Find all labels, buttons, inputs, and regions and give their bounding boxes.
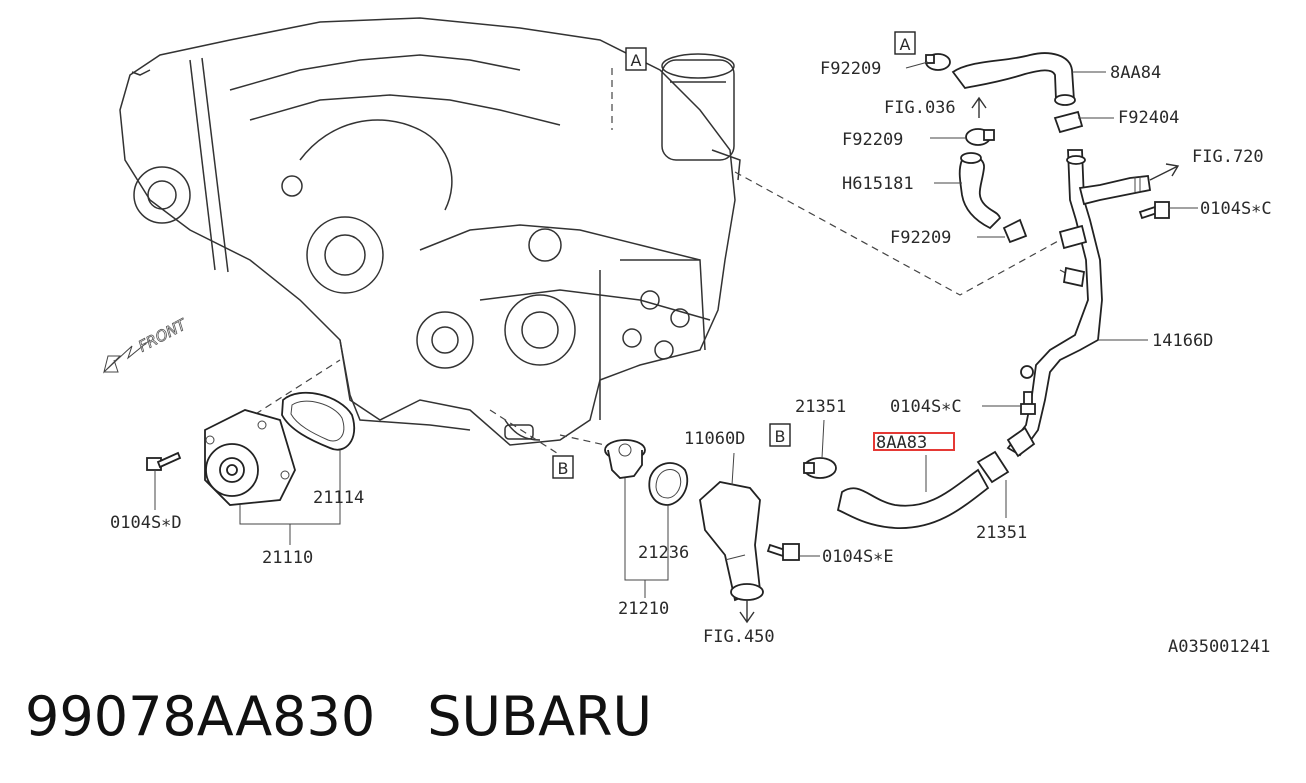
ref-box-a-engine-label: A [631,51,642,70]
label-fig450: FIG.450 [703,627,775,647]
dashed-leader-b [489,409,561,456]
label-21351-low: 21351 [976,523,1027,543]
label-h615181: H615181 [842,174,914,194]
label-21351-top: 21351 [795,397,846,417]
label-f92404: F92404 [1118,108,1179,128]
label-f92209-low: F92209 [890,228,951,248]
thermostat [604,439,646,479]
leader-lines [154,61,1198,598]
clamp-f92404 [1053,110,1084,134]
ref-box-a-hose: A [894,31,916,55]
clamp-21351-top [803,457,837,479]
label-21110: 21110 [262,548,313,568]
bolt-c-low [1020,391,1036,415]
parts-diagram: FRONT [103,17,1272,657]
label-fig720: FIG.720 [1192,147,1264,167]
label-8aa84: 8AA84 [1110,63,1161,83]
ref-box-b-engine-label: B [558,459,569,478]
label-ref-code: A035001241 [1168,637,1270,657]
callout-labels: F92209 8AA84 FIG.036 F92404 F92209 FIG.7… [110,59,1272,657]
pump-gasket [281,391,356,451]
label-fig036: FIG.036 [884,98,956,118]
arrow-fig036 [971,96,987,118]
ref-box-a-engine: A [625,47,647,71]
bolt-c-top [1138,201,1170,220]
ref-box-a-hose-label: A [900,35,911,54]
front-label: FRONT [135,315,190,356]
hose-8aa83 [836,468,990,529]
pipe-14166d [1006,149,1152,458]
ref-box-b-engine: B [552,455,574,479]
clamp-f92209-low [1002,218,1028,244]
clamp-f92209-mid [965,128,995,146]
label-11060d: 11060D [684,429,745,449]
ref-box-b-hose-label: B [775,427,786,446]
label-21114: 21114 [313,488,364,508]
label-bolt-d: 0104S∗D [110,513,182,533]
label-bolt-c-top: 0104S∗C [1200,199,1272,219]
label-21210: 21210 [618,599,669,619]
brand-name: SUBARU [427,685,653,748]
label-14166d: 14166D [1152,331,1213,351]
hose-8aa84 [951,52,1076,106]
label-f92209-top: F92209 [820,59,881,79]
engine-assembly [119,17,741,446]
clamp-21351-low [976,450,1010,484]
bolt-e [766,543,800,561]
label-21236: 21236 [638,543,689,563]
front-arrow: FRONT [103,314,191,374]
highlight-box [873,432,955,451]
ref-box-b-hose: B [769,423,791,447]
part-number: 99078AA830 [25,685,376,748]
label-f92209-mid: F92209 [842,130,903,150]
dashed-leader-hose [734,171,1061,296]
arrow-fig720 [1149,163,1180,181]
arrow-fig450 [739,600,755,624]
coolant-outlet [699,481,764,602]
label-bolt-e: 0104S∗E [822,547,894,567]
dashed-leader-thermostat [559,434,606,446]
bolt-d [146,451,182,471]
label-bolt-c-low: 0104S∗C [890,397,962,417]
label-8aa83: 8AA83 [876,433,927,453]
hose-h615181 [958,152,1002,230]
caption: 99078AA830 SUBARU [25,682,652,752]
clamp-f92209-top [925,53,951,71]
water-pump [204,409,296,506]
